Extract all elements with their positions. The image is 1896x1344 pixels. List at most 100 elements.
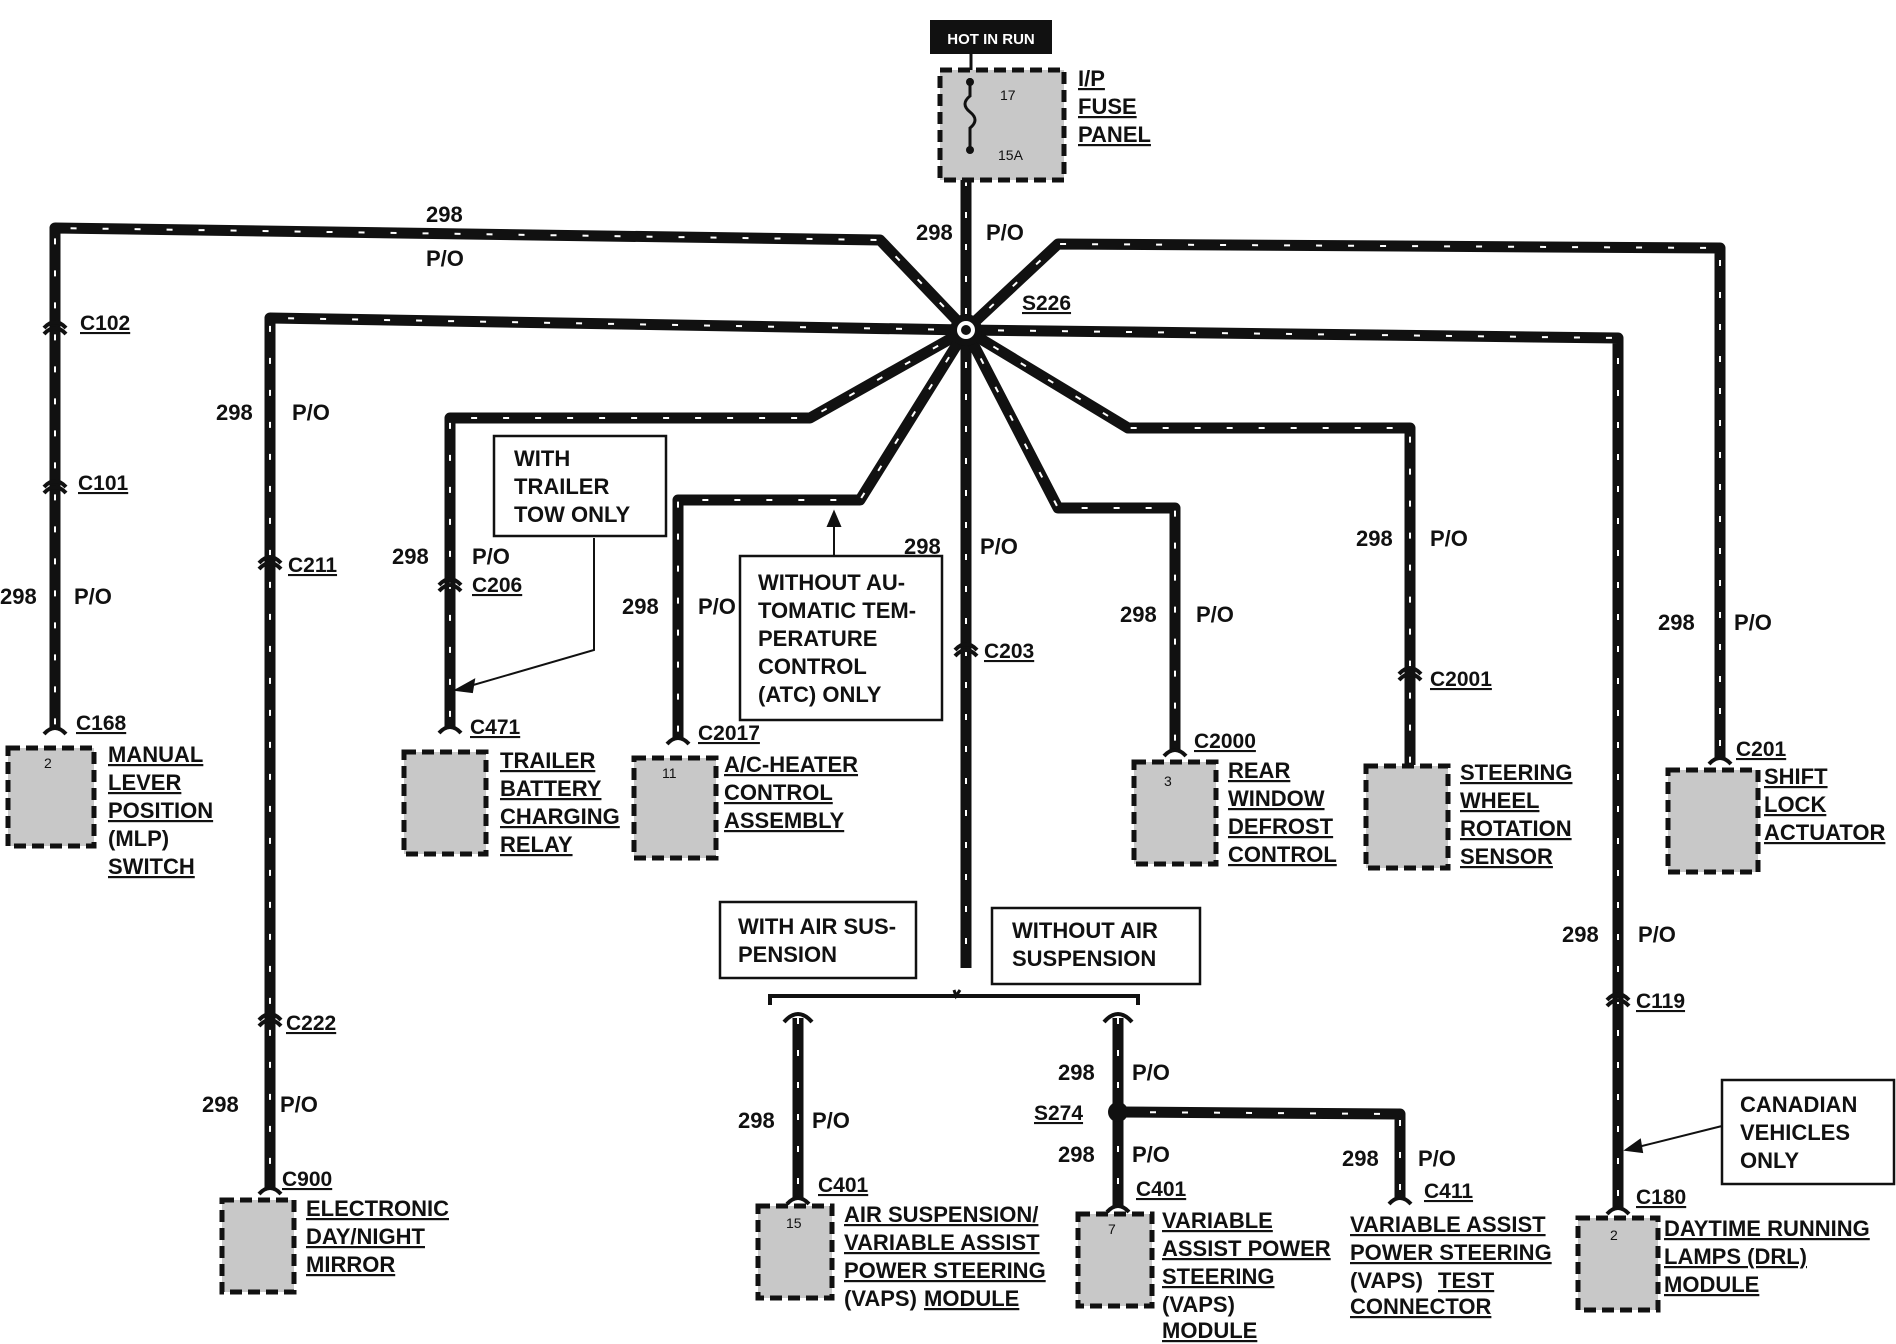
- note-without-air-line: WITHOUT AIR: [1012, 918, 1158, 943]
- mirror-name-2: DAY/NIGHT: [306, 1224, 426, 1249]
- vaps-name-3: STEERING: [1162, 1264, 1274, 1289]
- wire-color: P/O: [292, 400, 330, 425]
- connector-label: C900: [282, 1168, 332, 1191]
- mlp-name-2: LEVER: [108, 770, 181, 795]
- connector-label: C222: [286, 1012, 336, 1035]
- wire-drl: [965, 324, 1624, 1210]
- connector-label: C411: [1424, 1180, 1473, 1203]
- arrow-trailer-note: [455, 538, 595, 691]
- wire-number: 298: [916, 220, 953, 245]
- wire-number: 298: [202, 1092, 239, 1117]
- vaps-name-2: ASSIST POWER: [1162, 1236, 1331, 1261]
- component-shift-lock: [1665, 767, 1761, 875]
- vaps-test-name-3b: TEST: [1438, 1268, 1495, 1293]
- steering-name-2: WHEEL: [1460, 788, 1539, 813]
- wire-number: 298: [216, 400, 253, 425]
- component-trailer-relay: [401, 749, 489, 857]
- hot-in-run-label: HOT IN RUN: [947, 31, 1035, 48]
- splice-label-s226: S226: [1022, 292, 1071, 315]
- vaps-test-name-1: VARIABLE ASSIST: [1350, 1212, 1546, 1237]
- wire-color: P/O: [472, 544, 510, 569]
- wire-color: P/O: [1430, 526, 1468, 551]
- connector-label: C2017: [698, 722, 760, 745]
- component-drl-module: 2: [1575, 1215, 1661, 1313]
- connector-symbols: [42, 320, 1733, 1216]
- note-trailer-line: TRAILER: [514, 474, 609, 499]
- steering-name-3: ROTATION: [1460, 816, 1572, 841]
- rear-defrost-name-1: REAR: [1228, 758, 1290, 783]
- air-susp-name-3: POWER STEERING: [844, 1258, 1046, 1283]
- air-susp-name-2: VARIABLE ASSIST: [844, 1230, 1040, 1255]
- rear-defrost-name-3: DEFROST: [1228, 814, 1334, 839]
- component-mirror: [219, 1197, 297, 1295]
- vaps-test-name-4: CONNECTOR: [1350, 1294, 1491, 1319]
- drl-name-2: LAMPS (DRL): [1664, 1244, 1807, 1269]
- fuse-panel-name-3: PANEL: [1078, 122, 1151, 147]
- vaps-name-1: VARIABLE: [1162, 1208, 1273, 1233]
- pin-number: 2: [44, 755, 52, 771]
- mlp-name-1: MANUAL: [108, 742, 203, 767]
- wire-color: P/O: [426, 246, 464, 271]
- wire-number: 298: [1562, 922, 1599, 947]
- wire-color: P/O: [74, 584, 112, 609]
- note-atc-line: (ATC) ONLY: [758, 682, 882, 707]
- connector-label: C101: [78, 472, 129, 495]
- connector-labels: C102 C101 C168 C211 C222 C900 C206 C471 …: [76, 312, 1787, 1209]
- note-trailer-line: TOW ONLY: [514, 502, 630, 527]
- splice-label-s274: S274: [1034, 1102, 1083, 1125]
- steering-name-4: SENSOR: [1460, 844, 1553, 869]
- mlp-name-3: POSITION: [108, 798, 213, 823]
- wire-color: P/O: [1638, 922, 1676, 947]
- vaps-name-4: (VAPS): [1162, 1292, 1235, 1317]
- connector-label: C2000: [1194, 730, 1256, 753]
- fuse-panel-name-2: FUSE: [1078, 94, 1137, 119]
- wire-color: P/O: [1418, 1146, 1456, 1171]
- component-rear-defrost: 3: [1131, 759, 1219, 867]
- wire-number: 298: [392, 544, 429, 569]
- pin-number: 15: [786, 1215, 802, 1231]
- connector-label: C119: [1636, 990, 1685, 1013]
- mirror-name-3: MIRROR: [306, 1252, 395, 1277]
- wire-number: 298: [1356, 526, 1393, 551]
- ac-heater-name-2: CONTROL: [724, 780, 833, 805]
- connector-label: C471: [470, 716, 521, 739]
- steering-name-1: STEERING: [1460, 760, 1572, 785]
- vaps-test-name-3a: (VAPS): [1350, 1268, 1423, 1293]
- mlp-name-5: SWITCH: [108, 854, 195, 879]
- fuse-number: 17: [1000, 87, 1016, 103]
- mlp-name-4: (MLP): [108, 826, 169, 851]
- wire-color: P/O: [1132, 1142, 1170, 1167]
- wire-vaps-test: [1117, 1106, 1406, 1200]
- option-bracket: [768, 989, 1140, 1024]
- trailer-name-1: TRAILER: [500, 748, 595, 773]
- wire-color: P/O: [1196, 602, 1234, 627]
- note-without-air: WITHOUT AIR SUSPENSION: [990, 906, 1202, 986]
- wire-color: P/O: [1132, 1060, 1170, 1085]
- air-susp-name-4a: (VAPS): [844, 1286, 917, 1311]
- note-canadian: CANADIAN VEHICLES ONLY: [1720, 1078, 1896, 1186]
- wire-steering-sensor: [963, 325, 1416, 765]
- connector-label: C201: [1736, 738, 1787, 761]
- note-without-air-line: SUSPENSION: [1012, 946, 1156, 971]
- connector-label: C206: [472, 574, 522, 597]
- fuse-panel: 17 15A: [937, 67, 1067, 183]
- note-atc-line: CONTROL: [758, 654, 867, 679]
- wire-number: 298: [1120, 602, 1157, 627]
- trailer-name-3: CHARGING: [500, 804, 620, 829]
- connector-label: C203: [984, 640, 1034, 663]
- rear-defrost-name-4: CONTROL: [1228, 842, 1337, 867]
- wire-number: 298: [738, 1108, 775, 1133]
- vaps-name-5: MODULE: [1162, 1318, 1257, 1343]
- wire-number: 298: [1058, 1060, 1095, 1085]
- connector-label: C102: [80, 312, 130, 335]
- pin-number: 7: [1108, 1221, 1116, 1237]
- wire-mirror: [264, 312, 967, 1190]
- pin-number: 11: [662, 765, 677, 781]
- wire-number: 298: [622, 594, 659, 619]
- note-with-air-line: PENSION: [738, 942, 837, 967]
- air-susp-name-1: AIR SUSPENSION/: [844, 1202, 1038, 1227]
- pin-number: 2: [1610, 1227, 1618, 1243]
- note-atc-line: TOMATIC TEM-: [758, 598, 916, 623]
- component-air-suspension-module: 15: [755, 1203, 835, 1301]
